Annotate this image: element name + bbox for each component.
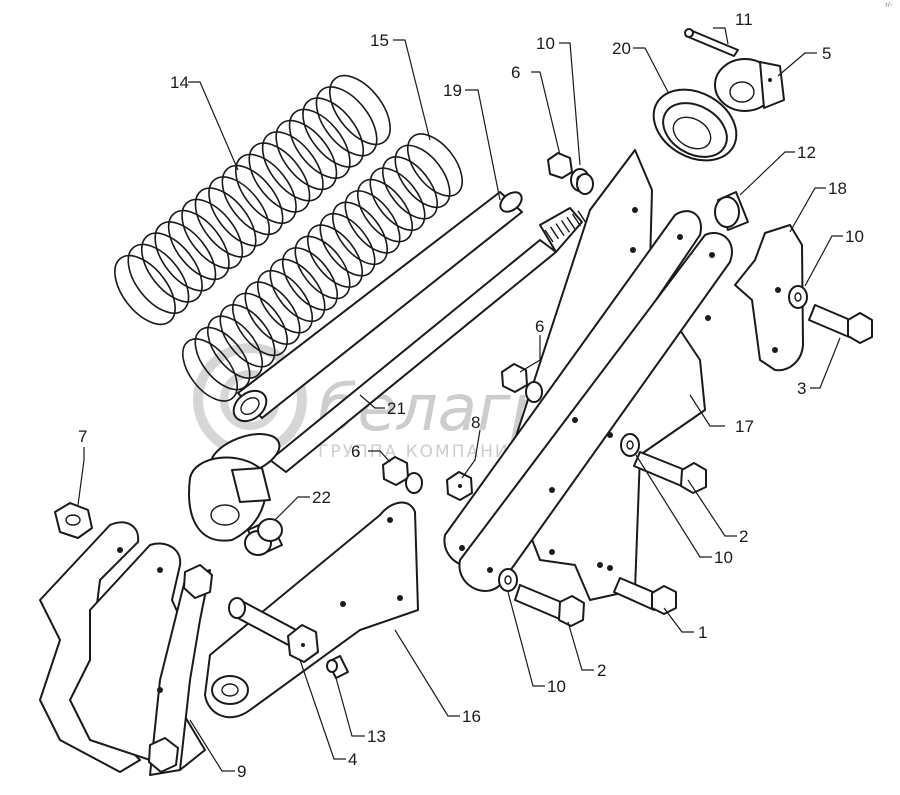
callout-21: 21 (387, 399, 406, 418)
callout-10-right: 10 (845, 227, 864, 246)
nut (54, 502, 93, 539)
callout-4: 4 (348, 750, 357, 769)
bolt (808, 304, 873, 344)
bearing-housing (714, 58, 785, 112)
bolt (514, 584, 585, 627)
bolt (228, 597, 319, 663)
callout-9: 9 (237, 762, 246, 781)
tube (232, 191, 523, 423)
nut (547, 152, 594, 195)
callout-19: 19 (443, 81, 462, 100)
nut (382, 456, 423, 494)
washer (788, 285, 808, 309)
callout-16: 16 (462, 707, 481, 726)
callout-6-top: 6 (511, 63, 520, 82)
callout-14: 14 (170, 73, 189, 92)
spring-cup (652, 88, 738, 162)
callout-11: 11 (735, 10, 753, 29)
callout-2-right: 2 (739, 527, 748, 546)
corner-mark: r/- (885, 2, 892, 9)
watermark-subtitle: ГРУППА КОМПАНИЙ (318, 440, 524, 462)
nut (446, 471, 473, 501)
link-plate (443, 210, 733, 592)
washer (498, 568, 518, 592)
callout-1: 1 (698, 623, 707, 642)
lever-plate (39, 521, 213, 776)
leader-lines (77, 27, 843, 772)
small-bracket (734, 224, 804, 372)
callout-15: 15 (370, 31, 389, 50)
grease-nipple (326, 655, 349, 679)
bushing (244, 518, 283, 556)
callout-17: 17 (735, 417, 754, 436)
mounting-plate (204, 501, 419, 719)
callout-8: 8 (471, 413, 480, 432)
pin (684, 28, 739, 57)
bolt (633, 451, 707, 494)
callout-10-bottom: 10 (547, 677, 566, 696)
coil-spring-inner (182, 133, 463, 402)
callout-2-bottom: 2 (597, 661, 606, 680)
callout-6-left: 6 (351, 442, 360, 461)
bolt (613, 577, 677, 615)
callout-12: 12 (797, 143, 816, 162)
callout-10-mid: 10 (714, 548, 733, 567)
callout-7: 7 (78, 427, 87, 446)
callout-18: 18 (828, 179, 847, 198)
threaded-rod (188, 207, 587, 542)
callout-5: 5 (822, 44, 831, 63)
callout-3: 3 (797, 379, 806, 398)
callout-13: 13 (367, 727, 386, 746)
callout-10-top: 10 (536, 34, 555, 53)
callout-20: 20 (612, 39, 631, 58)
callout-22: 22 (312, 488, 331, 507)
callout-6-mid: 6 (535, 317, 544, 336)
callout-labels: 14 15 19 6 10 20 11 5 12 18 10 3 6 8 6 1… (78, 10, 864, 781)
washer (620, 433, 640, 457)
spacer-sleeve (714, 191, 749, 231)
coil-spring-outer (114, 74, 391, 326)
